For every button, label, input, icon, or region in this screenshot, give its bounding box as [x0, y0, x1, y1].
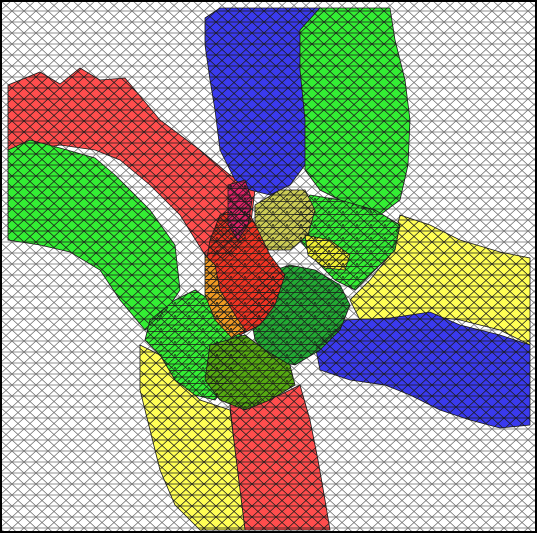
green-arm-top-right-mesh [300, 8, 410, 215]
